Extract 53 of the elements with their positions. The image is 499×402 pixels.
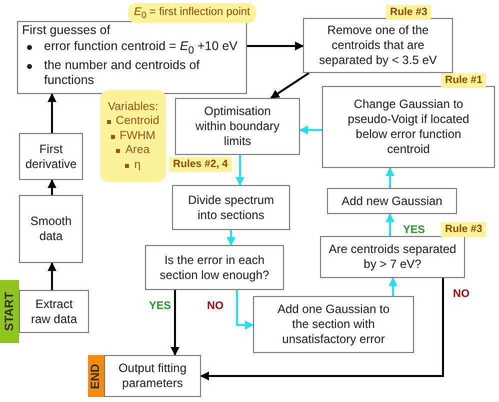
edge-label: NO [206,300,224,312]
edge-label: YES [402,224,426,236]
arrow [236,290,254,330]
box-text: Is the error in each section low enough? [158,252,270,282]
box-text: Add new Gaussian [342,194,442,208]
tab-text: START [2,292,17,332]
box-text: First derivative [24,142,78,172]
bullet-text: error function centroid = E$_{0}$ +10 eV [44,38,238,58]
arrow [200,278,444,380]
box-text: Remove one of the centroids that are separated by < 3.5 eV [318,23,438,68]
process-box [327,188,457,214]
arrow [236,155,244,186]
process-box [253,296,414,353]
arrow [299,126,322,134]
note-label: E$_{0}$ = first inflection point [128,3,256,24]
bullet-text: Centroid [116,114,160,129]
decision-box [145,245,284,290]
arrow [170,290,180,356]
arrow [48,262,56,290]
box-text: Extract raw data [30,296,78,326]
bullet-text: the number and centroids of functions [44,58,201,88]
bullet-text: FWHM [120,128,156,144]
arrow [226,230,236,246]
bullet-text: η [134,158,141,172]
note-heading: Variables: [108,100,158,114]
box-heading: First guesses of [22,23,110,39]
arrow [270,72,310,99]
arrow [386,167,394,188]
rule-tag: Rules #2, 4 [169,157,232,172]
box-text: Divide spectrum into sections [186,192,276,222]
arrow [386,213,394,236]
process-box [172,185,290,230]
box-text: Change Gaussian to pseudo-Voigt if located below error function centroid [346,97,470,157]
box-text: Optimisation within boundary limits [194,104,281,149]
arrow [48,179,56,195]
rule-tag: Rule #3 [441,222,486,238]
arrow [48,93,56,133]
arrow [388,277,398,296]
box-text: Are centroids separated by > 7 eV? [328,242,458,272]
note-box [100,90,166,182]
process-box [19,195,83,263]
edge-label: NO [452,288,470,300]
edge-label: YES [148,300,172,312]
process-box [17,21,247,94]
rule-tag: Rule #3 [386,5,432,20]
box-text: Output fitting parameters [117,361,188,391]
arrow [247,42,304,50]
rule-tag: Rule #1 [441,73,486,88]
tab-text: END [88,363,104,389]
process-box [19,133,83,180]
box-text: Smooth data [29,214,73,244]
bullet-text: Area [125,143,150,158]
box-text: Add one Gaussian to the section with unsatisfactory error [276,302,391,347]
